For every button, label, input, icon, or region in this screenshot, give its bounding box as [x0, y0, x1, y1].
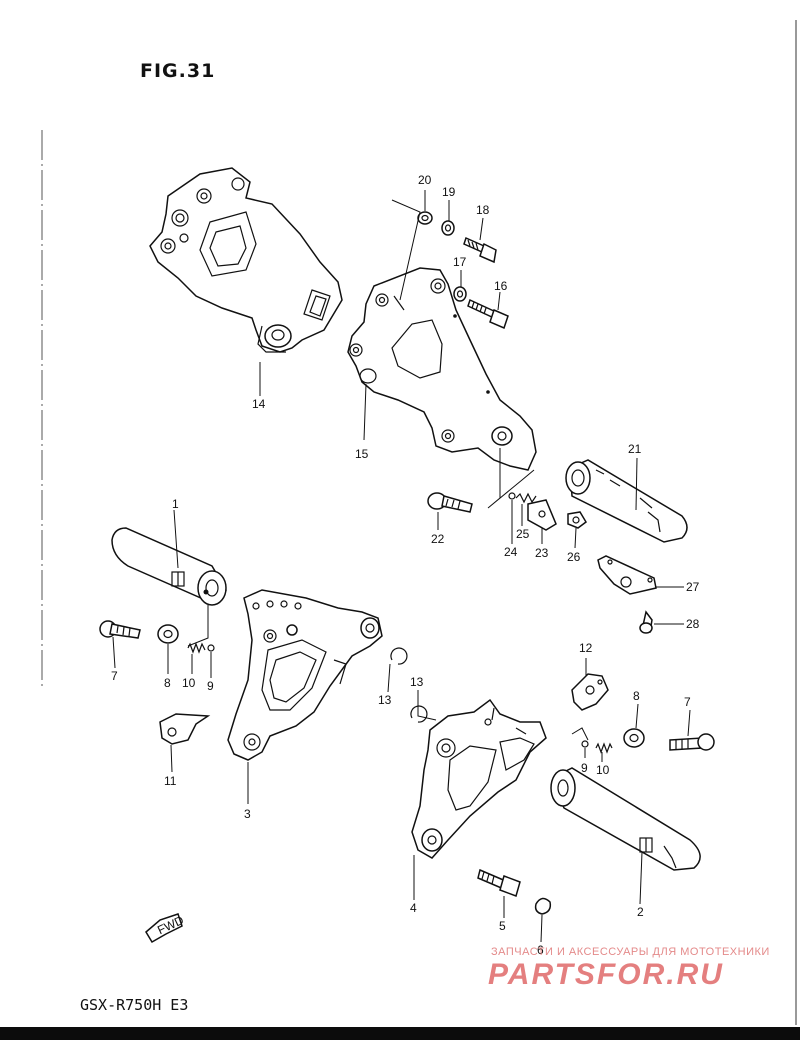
- label-part-14: 14: [252, 397, 266, 411]
- label-part-25: 25: [516, 527, 530, 541]
- part-3-bracket: [227, 589, 383, 761]
- part-22-pivot-bolt: [427, 492, 473, 513]
- leader-lines: [112, 190, 691, 943]
- part-16-bolt: [467, 298, 509, 330]
- label-part-9-right: 9: [581, 761, 588, 775]
- label-part-5: 5: [499, 919, 506, 933]
- part-9-ball-right: [581, 740, 589, 748]
- part-11-clip-left: [159, 713, 211, 745]
- part-27-heel-plate: [597, 555, 657, 595]
- label-part-8-right: 8: [633, 689, 640, 703]
- label-part-9: 9: [207, 679, 214, 693]
- label-part-13: 13: [378, 693, 392, 707]
- label-part-17: 17: [453, 255, 467, 269]
- part-5-bolt: [477, 868, 521, 897]
- label-part-15: 15: [355, 447, 369, 461]
- watermark-caption: ЗАПЧАСТИ И АКСЕССУАРЫ ДЛЯ МОТОТЕХНИКИ: [491, 946, 770, 958]
- part-12-clip-right: [571, 673, 609, 711]
- part-10-spring-right: [595, 742, 613, 754]
- label-part-12: 12: [579, 641, 593, 655]
- label-part-1: 1: [172, 497, 179, 511]
- part-28-screw: [639, 610, 653, 634]
- part-18-bolt: [463, 236, 497, 264]
- label-part-7-right: 7: [684, 695, 691, 709]
- label-part-23: 23: [535, 546, 549, 560]
- label-part-13-b: 13: [410, 675, 424, 689]
- label-part-11: 11: [164, 774, 177, 788]
- label-part-20: 20: [418, 173, 432, 187]
- label-part-10: 10: [182, 676, 196, 690]
- part-13-circlip-a: [390, 647, 408, 665]
- part-4-bracket: [411, 698, 547, 859]
- part-13-circlip-b: [410, 705, 428, 723]
- label-part-24: 24: [504, 545, 518, 559]
- part-17-washer: [453, 286, 467, 302]
- fwd-label: FWD: [155, 913, 186, 937]
- label-part-28: 28: [686, 617, 700, 631]
- part-8-washer-right: [623, 728, 645, 748]
- part-7-bolt-right: [669, 733, 715, 751]
- part-25-spring: [508, 492, 537, 504]
- label-part-10-right: 10: [596, 763, 610, 777]
- part-9-ball-left: [207, 644, 215, 652]
- part-20-washer: [417, 211, 433, 225]
- part-labels: 1 2 3 4 5 6 7 8 9 10 11 12 13 14 15 16 1…: [111, 173, 700, 957]
- bottom-border: [0, 1027, 800, 1040]
- part-6-cap: [534, 897, 552, 915]
- label-part-21: 21: [628, 442, 642, 456]
- label-part-2: 2: [637, 905, 644, 919]
- part-2-footpeg: [550, 767, 701, 871]
- label-part-16: 16: [494, 279, 508, 293]
- label-part-6: 6: [537, 943, 544, 957]
- part-26-nut: [567, 511, 587, 529]
- label-part-26: 26: [567, 550, 581, 564]
- label-part-19: 19: [442, 185, 456, 199]
- part-21-footpeg: [565, 459, 688, 543]
- label-part-8: 8: [164, 676, 171, 690]
- forward-arrow-icon: FWD: [145, 913, 186, 944]
- model-code: GSX-R750H E3: [80, 996, 189, 1014]
- part-1-footpeg: [111, 527, 227, 606]
- part-7-bolt-left: [99, 620, 141, 639]
- label-part-4: 4: [410, 901, 417, 915]
- label-part-7: 7: [111, 669, 118, 683]
- label-part-18: 18: [476, 203, 490, 217]
- label-part-22: 22: [431, 532, 445, 546]
- part-23-clip: [527, 499, 557, 531]
- part-15-plate: [347, 267, 537, 471]
- part-19-washer: [441, 220, 455, 236]
- watermark-brand: PARTSFOR.RU: [488, 958, 724, 991]
- label-part-27: 27: [686, 580, 700, 594]
- label-part-3: 3: [244, 807, 251, 821]
- part-14-bracket: [149, 167, 343, 353]
- figure-title: FIG.31: [140, 60, 216, 82]
- part-10-spring-left: [187, 642, 206, 654]
- part-8-washer-left: [157, 624, 179, 644]
